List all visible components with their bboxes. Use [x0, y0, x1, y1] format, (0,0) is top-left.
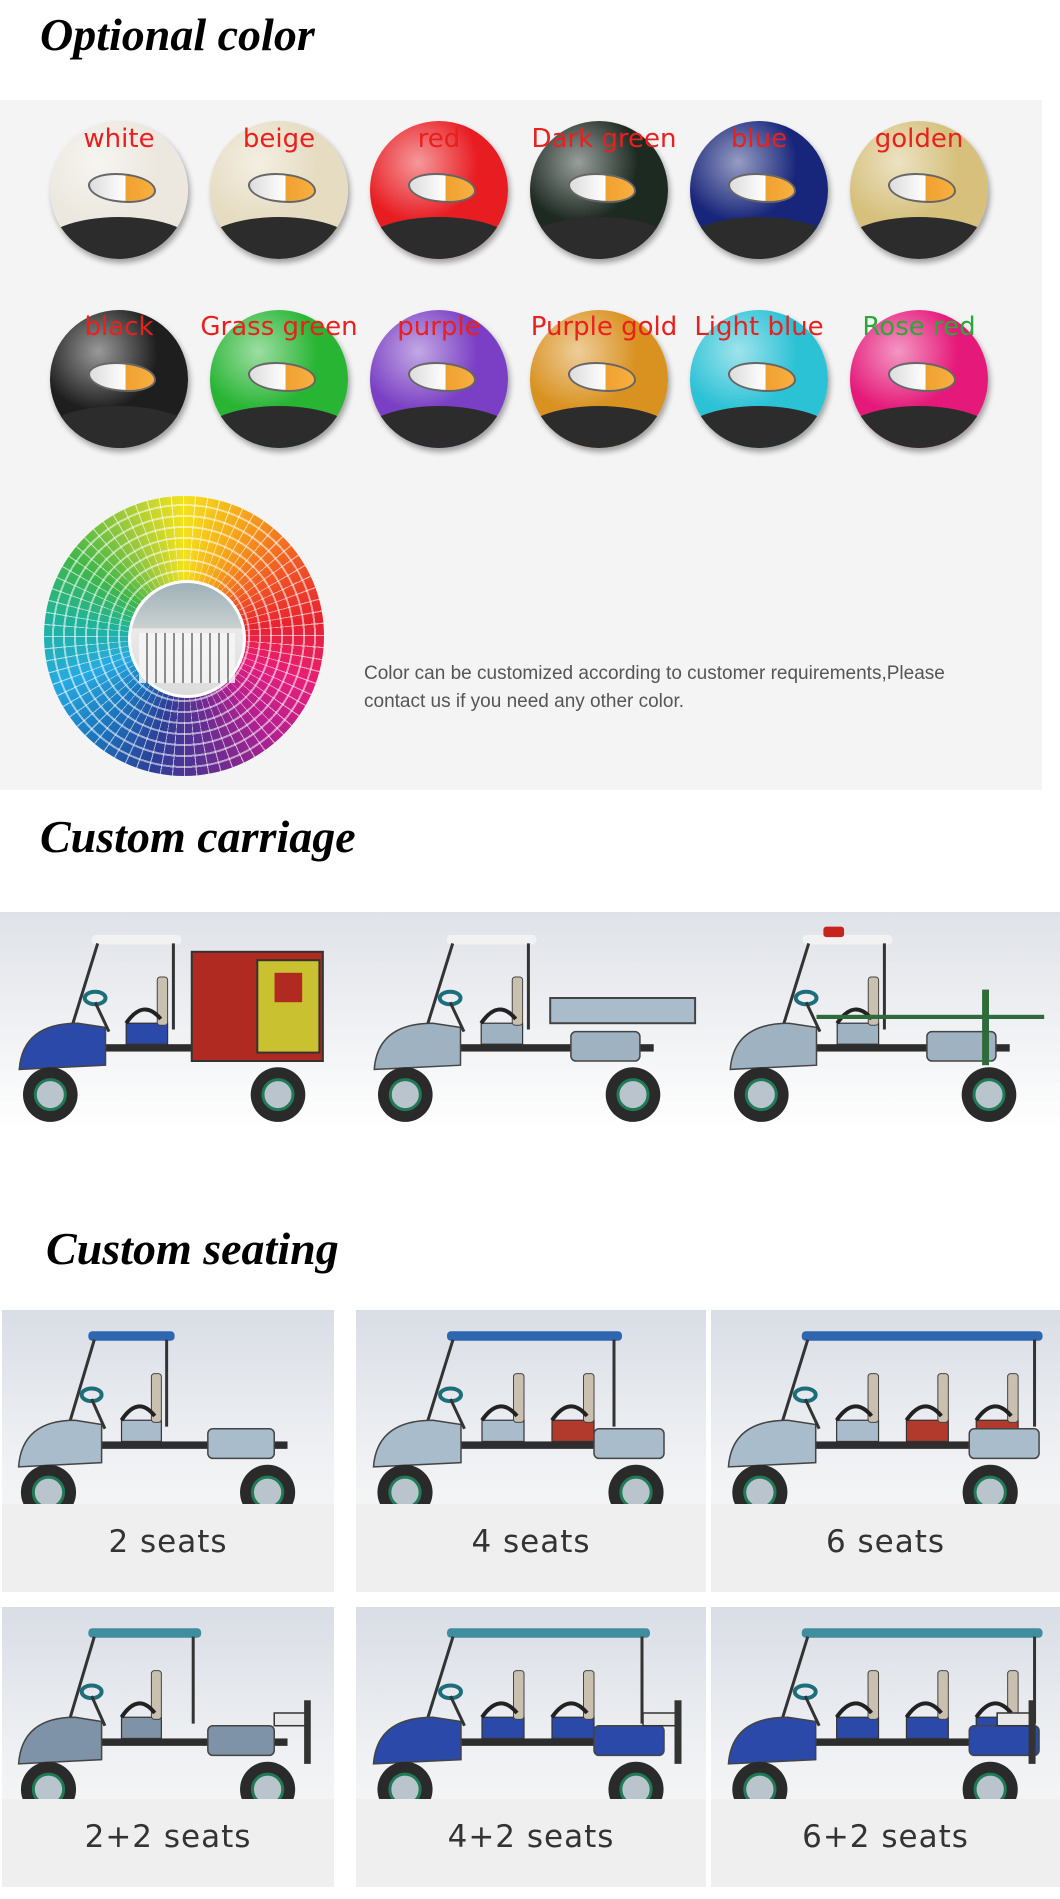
- seating-caption-bar: [2, 1799, 334, 1887]
- color-label: white: [83, 124, 155, 154]
- custom-seating-heading: Custom seating: [46, 1223, 339, 1274]
- seating-caption-bar: [356, 1799, 706, 1887]
- color-swatch[interactable]: [850, 121, 988, 259]
- color-swatch[interactable]: [210, 310, 348, 448]
- seating-caption: 6 seats: [825, 1524, 946, 1560]
- seating-caption: 4 seats: [471, 1524, 591, 1560]
- seating-caption-bar: [711, 1504, 1060, 1592]
- color-label: black: [84, 312, 154, 342]
- color-label: golden: [874, 124, 964, 154]
- color-label: Light blue: [694, 312, 824, 342]
- seating-option-image[interactable]: [356, 1607, 706, 1819]
- color-label: purple: [397, 312, 481, 342]
- custom-carriage-heading: Custom carriage: [40, 811, 356, 862]
- color-swatch[interactable]: [210, 121, 348, 259]
- color-swatch[interactable]: [850, 310, 988, 448]
- seating-option-image[interactable]: [711, 1607, 1060, 1819]
- color-label: blue: [730, 124, 788, 154]
- color-label: Purple gold: [530, 312, 678, 342]
- cart-fleet-photo: [128, 580, 246, 698]
- color-label: beige: [242, 124, 316, 154]
- seating-caption: 4+2 seats: [447, 1819, 615, 1855]
- headlight-icon: [248, 362, 316, 392]
- carriage-option-image[interactable]: [357, 914, 702, 1124]
- seating-caption: 2+2 seats: [84, 1819, 252, 1855]
- color-label: Dark green: [531, 124, 677, 154]
- color-swatch[interactable]: [530, 310, 668, 448]
- color-swatch[interactable]: [530, 121, 668, 259]
- color-swatch[interactable]: [50, 121, 188, 259]
- color-swatch[interactable]: [50, 310, 188, 448]
- color-swatch[interactable]: [690, 121, 828, 259]
- seating-caption: 6+2 seats: [802, 1819, 969, 1855]
- seating-caption: 2 seats: [108, 1524, 228, 1560]
- seating-option-image[interactable]: [711, 1310, 1060, 1522]
- seating-caption-bar: [2, 1504, 334, 1592]
- customize-note: Color can be customized according to cus…: [364, 663, 945, 712]
- color-label: Rose red: [862, 312, 976, 342]
- seating-option-image[interactable]: [2, 1607, 334, 1819]
- color-label: Grass green: [200, 312, 358, 342]
- color-swatch[interactable]: [690, 310, 828, 448]
- optional-color-heading: Optional color: [40, 9, 315, 60]
- carriage-option-image[interactable]: [713, 914, 1058, 1124]
- seating-option-image[interactable]: [2, 1310, 334, 1522]
- seating-caption-bar: [711, 1799, 1060, 1887]
- seating-option-image[interactable]: [356, 1310, 706, 1522]
- seating-caption-bar: [356, 1504, 706, 1592]
- carriage-option-image[interactable]: [2, 914, 347, 1124]
- color-label: red: [417, 124, 461, 154]
- color-swatch[interactable]: [370, 121, 508, 259]
- color-swatch[interactable]: [370, 310, 508, 448]
